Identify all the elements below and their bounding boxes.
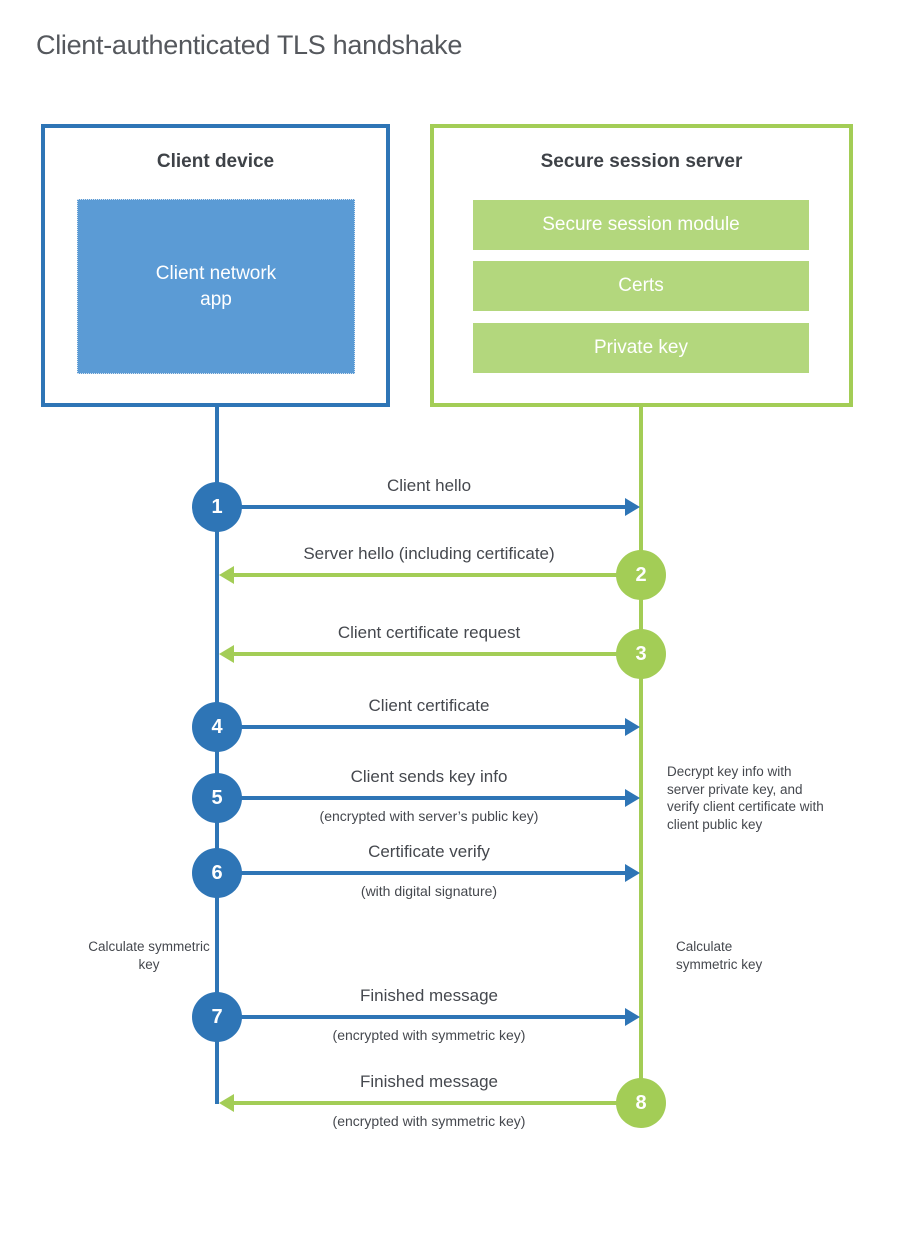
step-5-sublabel: (encrypted with server’s public key) [319,808,539,824]
step-1-arrow-right-icon [217,498,640,516]
step-8-arrow-left-icon [219,1094,641,1112]
step-5-badge: 5 [192,773,242,823]
step-6-sublabel: (with digital signature) [360,883,498,899]
step-5-arrow-right-icon [217,789,640,807]
step-1-badge: 1 [192,482,242,532]
step-8-sublabel: (encrypted with symmetric key) [332,1113,526,1129]
step-3-badge: 3 [616,629,666,679]
server-lifeline [639,407,643,1104]
note-decrypt-key-info: Decrypt key info with server private key… [667,764,824,832]
step-1-label: Client hello [386,476,472,495]
client-device-heading: Client device [156,151,275,172]
server-module-label: Private key [594,337,688,358]
step-7-label: Finished message [360,986,498,1005]
step-2-badge: 2 [616,550,666,600]
client-network-app-box: Client network app [77,199,355,374]
server-module-private-key: Private key [473,323,809,373]
step-3-arrow-left-icon [219,645,641,663]
server-module-secure-session: Secure session module [473,200,809,250]
step-5-label: Client sends key info [350,767,508,786]
step-6-badge: 6 [192,848,242,898]
step-2-arrow-left-icon [219,566,641,584]
step-4-badge: 4 [192,702,242,752]
server-module-label: Secure session module [542,214,740,235]
step-4-arrow-right-icon [217,718,640,736]
step-8-badge: 8 [616,1078,666,1128]
step-6-label: Certificate verify [368,842,490,861]
server-module-certs: Certs [473,261,809,311]
step-7-arrow-right-icon [217,1008,640,1026]
step-4-label: Client certificate [368,696,490,715]
step-7-sublabel: (encrypted with symmetric key) [332,1027,526,1043]
server-heading: Secure session server [540,151,743,172]
note-calculate-symmetric-key-client: Calculate symmetric key [88,939,210,972]
step-8-label: Finished message [360,1072,498,1091]
page-title: Client-authenticated TLS handshake [36,30,463,60]
step-2-label: Server hello (including certificate) [303,544,555,563]
server-module-label: Certs [618,275,664,296]
step-7-badge: 7 [192,992,242,1042]
step-6-arrow-right-icon [217,864,640,882]
step-3-label: Client certificate request [337,623,521,642]
client-lifeline [215,407,219,1104]
client-network-app-label: Client network app [155,262,277,310]
note-calculate-symmetric-key-server: Calculate symmetric key [676,939,763,972]
